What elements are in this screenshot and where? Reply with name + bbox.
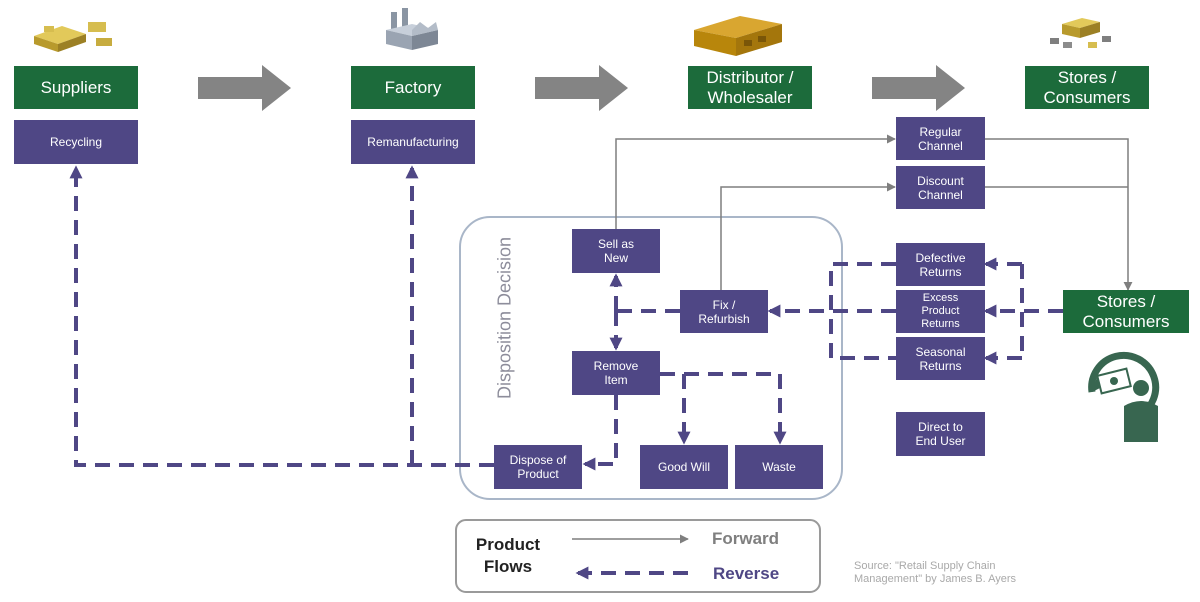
reverse-returns-left-bracket [829,262,896,360]
box-recycling: Recycling [14,120,138,164]
stage-arrow-3 [872,65,965,111]
box-direct-to-end-user: Direct to End User [896,412,985,456]
disposition-decision-label: Disposition Decision [494,236,515,400]
stage-arrow-2 [535,65,628,111]
legend-title: Product Flows [475,535,541,576]
supplies-icon [34,22,112,52]
source-note: Source: "Retail Supply Chain Management"… [854,560,1017,585]
store-goods-icon [1050,18,1111,48]
stage-suppliers: Suppliers [14,66,138,109]
box-waste: Waste [735,445,823,489]
flow-sell-to-regular [615,134,896,229]
box-seasonal-returns: Seasonal Returns [896,337,985,380]
reverse-remove-to-waste [660,372,787,445]
box-remove-item: Remove Item [572,351,660,395]
stage-stores-top: Stores / Consumers [1025,66,1149,109]
legend-forward-label: Forward [712,529,780,548]
reverse-dispose-to-recycling [69,165,494,467]
flow-fix-to-discount [720,182,896,290]
box-defective-returns: Defective Returns [896,243,985,286]
box-regular-channel: Regular Channel [896,117,985,160]
box-discount-channel: Discount Channel [896,166,985,209]
stage-stores-right: Stores / Consumers [1063,290,1189,333]
legend-reverse-label: Reverse [713,564,780,583]
legend-box [455,519,821,593]
stage-factory: Factory [351,66,475,109]
reverse-remove-to-dispose [582,395,618,471]
box-dispose-of-product: Dispose of Product [494,445,582,489]
box-good-will: Good Will [640,445,728,489]
stage-distributor: Distributor / Wholesaler [688,66,812,109]
stage-arrow-1 [198,65,291,111]
box-fix-refurbish: Fix / Refurbish [680,290,768,333]
box-remanufacturing: Remanufacturing [351,120,475,164]
factory-icon [386,8,438,50]
box-sell-as-new: Sell as New [572,229,660,273]
flow-regular-to-stores [985,138,1133,291]
box-excess-product-returns: Excess Product Returns [896,290,985,333]
consumer-return-icon [1088,351,1160,442]
warehouse-icon [694,16,782,56]
